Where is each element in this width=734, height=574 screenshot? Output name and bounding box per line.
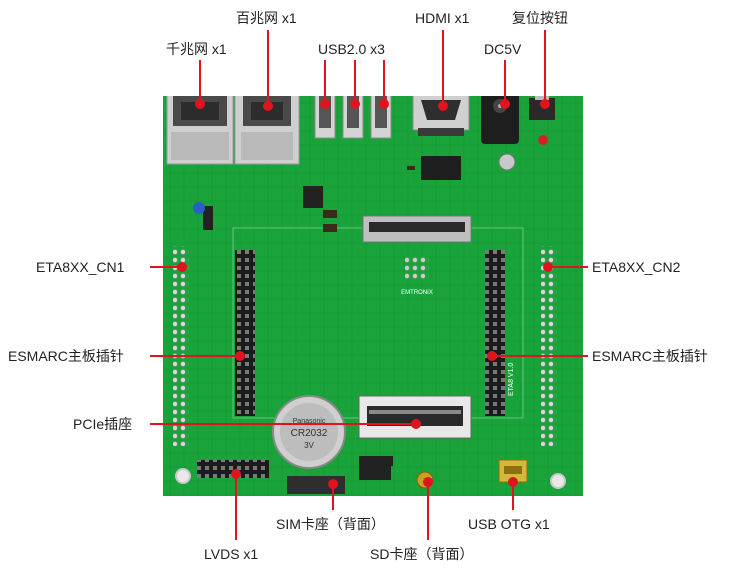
sim-slot — [287, 476, 345, 494]
coin-battery: Panasonic CR2032 3V — [272, 395, 346, 469]
dc-power-jack — [481, 96, 519, 144]
usb-ports — [314, 96, 392, 139]
label-pcie: PCIe插座 — [73, 416, 133, 432]
smd-components — [193, 166, 415, 466]
label-eta8xx-cn2: ETA8XX_CN2 — [592, 259, 681, 275]
svg-text:EMTRONIX: EMTRONIX — [401, 290, 433, 296]
mounting-holes — [175, 468, 566, 489]
top-connector — [362, 215, 472, 243]
label-usb: USB2.0 x3 — [318, 41, 385, 57]
label-lvds: LVDS x1 — [204, 546, 259, 562]
pcie-slot — [358, 395, 472, 439]
esmarc-left-header — [235, 250, 255, 416]
label-reset-button: 复位按钮 — [512, 10, 568, 26]
cn1-header — [173, 246, 189, 446]
label-usb-otg: USB OTG x1 — [468, 516, 550, 532]
label-dc5v: DC5V — [484, 41, 522, 57]
usb-otg-port — [498, 459, 528, 483]
svg-text:ETA8 V1.0: ETA8 V1.0 — [508, 363, 515, 396]
label-esmarc-right: ESMARC主板插针 — [592, 348, 708, 364]
cn2-header — [541, 246, 557, 446]
svg-text:CR2032: CR2032 — [291, 428, 328, 439]
label-eta8xx-cn1: ETA8XX_CN1 — [36, 259, 125, 275]
label-hdmi: HDMI x1 — [415, 10, 470, 26]
ic-chip — [421, 156, 461, 180]
esmarc-right-header — [485, 250, 505, 416]
hdmi-port — [412, 96, 470, 136]
emtronix-logo: EMTRONIX — [401, 256, 433, 296]
pcb-board: EMTRONIX ETA8 V1.0 Panasonic CR2032 3V — [163, 96, 583, 496]
label-fast-ethernet: 百兆网 x1 — [236, 10, 297, 26]
fast-ethernet-port — [234, 96, 300, 165]
sd-buzzer — [416, 471, 434, 489]
gigabit-ethernet-port — [166, 96, 234, 165]
svg-text:Panasonic: Panasonic — [293, 418, 326, 425]
label-esmarc-left: ESMARC主板插针 — [8, 348, 124, 364]
svg-text:3V: 3V — [304, 441, 314, 450]
label-gigabit-ethernet: 千兆网 x1 — [166, 41, 227, 57]
label-sd-slot: SD卡座（背面） — [370, 546, 474, 562]
lvds-connector — [197, 460, 269, 478]
label-sim-slot: SIM卡座（背面） — [276, 516, 385, 532]
